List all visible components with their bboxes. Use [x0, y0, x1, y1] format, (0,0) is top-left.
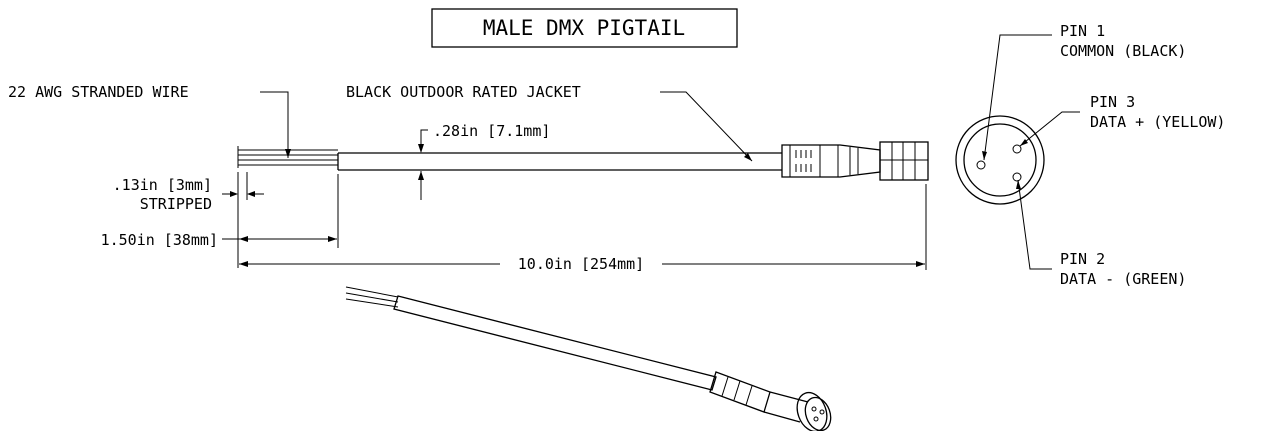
pin3-label: PIN 3: [1090, 93, 1135, 111]
pin1-desc: COMMON (BLACK): [1060, 42, 1186, 60]
strip-length-dim: .13in [3mm]: [113, 176, 212, 194]
drawing-title: MALE DMX PIGTAIL: [483, 16, 685, 40]
jacket-callout: BLACK OUTDOOR RATED JACKET: [346, 83, 581, 101]
pin1-label: PIN 1: [1060, 22, 1105, 40]
stripped-label: STRIPPED: [140, 195, 212, 213]
connector-end-view: [955, 115, 1045, 205]
lead-length-dim: 1.50in [38mm]: [101, 231, 218, 249]
pin2-desc: DATA - (GREEN): [1060, 270, 1186, 288]
pin3-desc: DATA + (YELLOW): [1090, 113, 1225, 131]
title-box: [431, 8, 738, 48]
pin2-label: PIN 2: [1060, 250, 1105, 268]
cable-isometric-view: [345, 286, 832, 431]
wire-callout: 22 AWG STRANDED WIRE: [8, 83, 189, 101]
jacket-diameter-dim: .28in [7.1mm]: [433, 122, 550, 140]
cable-side-view: [237, 141, 929, 181]
overall-length-dim: 10.0in [254mm]: [518, 255, 644, 273]
